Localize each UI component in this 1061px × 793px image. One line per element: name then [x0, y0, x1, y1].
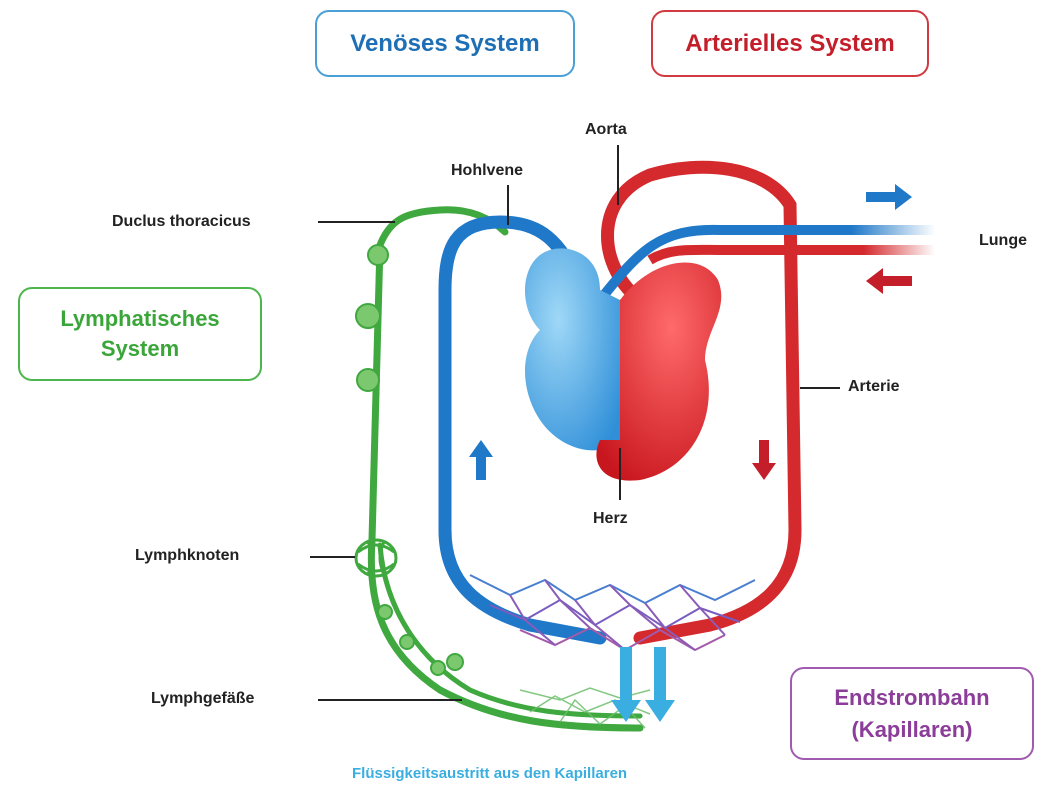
ductus-thoracicus-label: Duclus thoracicus: [112, 213, 251, 231]
capillary-bed-label-2: (Kapillaren): [851, 714, 972, 746]
lymphatic-system-box: Lymphatisches System: [18, 287, 262, 381]
capillary-bed-label-1: Endstrombahn: [834, 682, 989, 714]
hohlvene-label: Hohlvene: [451, 162, 523, 180]
venous-system-label: Venöses System: [350, 30, 539, 58]
arterial-system-label: Arterielles System: [685, 30, 894, 58]
lymphgefaesse-label: Lymphgefäße: [151, 690, 254, 708]
herz-label: Herz: [593, 510, 628, 528]
lung-arrow-right-icon: [866, 184, 912, 210]
lymphatic-system-label-1: Lymphatisches: [60, 304, 219, 334]
lymphknoten-label: Lymphknoten: [135, 547, 239, 565]
lung-arrow-left-icon: [866, 268, 912, 294]
venous-system-box: Venöses System: [315, 10, 575, 77]
flow-arrow-up-icon: [469, 440, 493, 480]
lymph-knot: [356, 540, 396, 576]
caption: Flüssigkeitsaustritt aus den Kapillaren: [352, 765, 627, 782]
arterial-system-box: Arterielles System: [651, 10, 929, 77]
aorta-label: Aorta: [585, 121, 627, 139]
flow-arrow-down-icon: [752, 440, 776, 480]
capillary-bed-box: Endstrombahn (Kapillaren): [790, 667, 1034, 760]
arterie-label: Arterie: [848, 378, 900, 396]
lymphatic-system-label-2: System: [101, 334, 179, 364]
lunge-label: Lunge: [979, 232, 1027, 250]
